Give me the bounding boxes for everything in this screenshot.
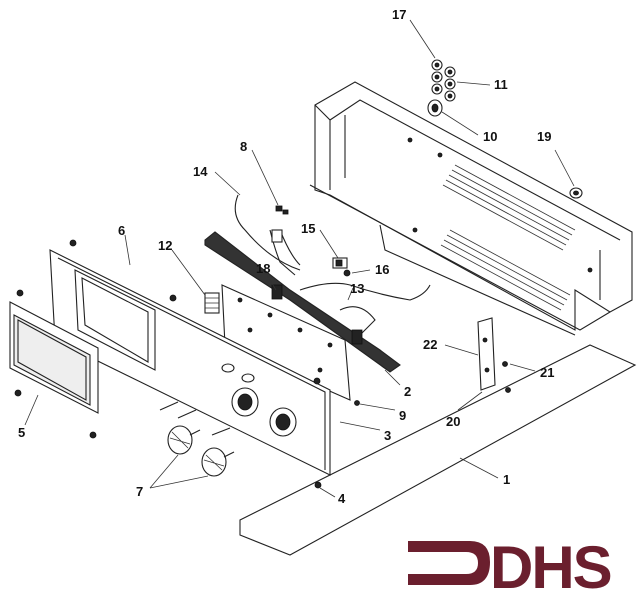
callout-label: 9 [399, 408, 406, 423]
nut-cluster [431, 59, 456, 102]
panel-screw [16, 289, 24, 297]
panel-screw [313, 377, 321, 385]
logo-text: DHS [490, 534, 611, 601]
chassis-housing [309, 81, 633, 336]
panel-screw [169, 294, 177, 302]
callout-label: 3 [384, 428, 391, 443]
screw-small [354, 400, 360, 406]
dhs-logo: DHS [408, 534, 613, 601]
front-panel [49, 249, 331, 476]
switch-block [204, 292, 220, 314]
control-knob [167, 425, 201, 455]
panel-screw [314, 481, 322, 489]
panel-screw [89, 431, 97, 439]
mounting-bracket [477, 317, 496, 391]
vent-slots-top [442, 164, 576, 251]
terminal-block [332, 257, 348, 269]
base-plate [239, 344, 637, 556]
callout-labels: 17 11 10 19 8 14 6 15 16 12 18 13 22 21 … [18, 7, 554, 506]
grommet [569, 187, 583, 199]
bezel-frame [9, 301, 99, 414]
callout-label: 4 [338, 491, 346, 506]
panel-screw [69, 239, 77, 247]
callout-label: 1 [503, 472, 510, 487]
callout-label: 11 [494, 77, 508, 92]
callout-label: 17 [392, 7, 406, 22]
screw-small [505, 387, 511, 393]
callout-label: 12 [158, 238, 172, 253]
shaft-pin [159, 401, 179, 411]
callout-label: 21 [540, 365, 554, 380]
washer [427, 99, 443, 117]
connector-small [271, 205, 289, 243]
screw-small [343, 269, 351, 277]
leader-lines [24, 19, 575, 498]
shaft-pin [211, 427, 231, 436]
callout-label: 14 [193, 164, 208, 179]
callout-label: 5 [18, 425, 25, 440]
callout-label: 13 [350, 281, 364, 296]
control-knob [201, 447, 235, 477]
callout-label: 19 [537, 129, 551, 144]
circuit-board [221, 284, 351, 401]
callout-label: 6 [118, 223, 125, 238]
callout-label: 15 [301, 221, 315, 236]
callout-label: 22 [423, 337, 437, 352]
callout-label: 2 [404, 384, 411, 399]
shaft-pin [177, 409, 197, 419]
callout-label: 10 [483, 129, 497, 144]
callout-label: 7 [136, 484, 143, 499]
wiring-harness [204, 194, 431, 373]
callout-label: 8 [240, 139, 247, 154]
screw-small [502, 361, 508, 367]
vent-slots-bottom [440, 229, 571, 311]
callout-label: 20 [446, 414, 460, 429]
logo-mark [408, 541, 490, 585]
callout-label: 18 [256, 261, 270, 276]
callout-label: 16 [375, 262, 389, 277]
panel-screw [14, 389, 22, 397]
